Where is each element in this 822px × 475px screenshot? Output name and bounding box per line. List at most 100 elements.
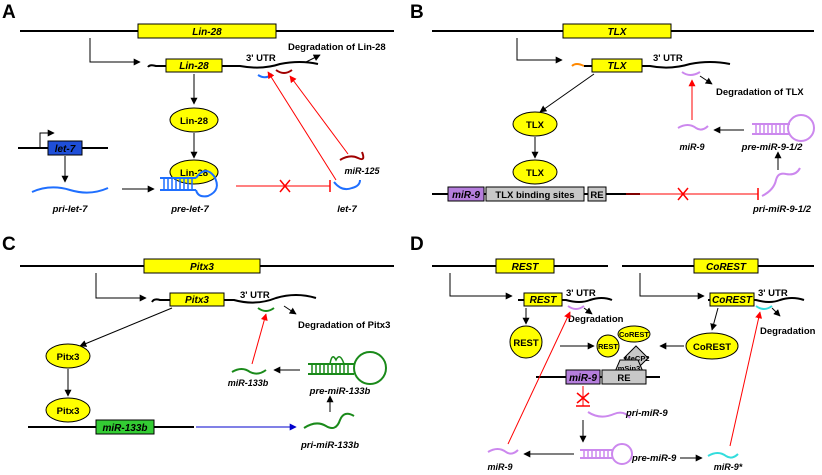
pitx3-gene-box — [143, 258, 261, 274]
transcription-arrow-a — [89, 38, 141, 66]
lin28-bound-protein-label: Lin-28 — [180, 168, 208, 179]
rest-gene-box — [495, 258, 555, 274]
msin3-label: mSin3 — [618, 364, 641, 373]
mature-mir9-label-d: miR-9 — [487, 462, 512, 472]
degradation-label-d2: Degradation — [760, 326, 816, 337]
pitx3-bound-protein — [45, 397, 91, 423]
mir9-gene-label-b: miR-9 — [452, 190, 480, 201]
mir9-bound-rest — [567, 305, 585, 310]
translation-arrow-b — [539, 73, 595, 113]
cross-mark-b — [677, 187, 689, 201]
lin28-gene-box — [137, 23, 277, 39]
utr-label-b: 3' UTR — [653, 53, 683, 64]
lin28-gene-label: Lin-28 — [192, 27, 222, 38]
re-label-d: RE — [617, 373, 630, 384]
translation-arrow-c — [79, 307, 173, 347]
mir9-gene-box-d — [565, 369, 601, 385]
transcription-arrow-c — [95, 273, 147, 302]
pre-mir133b-label: pre-miR-133b — [309, 386, 371, 397]
corest-mrna-label: CoREST — [712, 295, 753, 306]
mir9-targets-rest-arrow — [507, 311, 571, 445]
utr-label-c: 3' UTR — [240, 290, 270, 301]
pitx3-gene-label: Pitx3 — [190, 262, 214, 273]
mature-let7-label: let-7 — [337, 204, 357, 215]
mature-mir133b-label: miR-133b — [228, 378, 269, 388]
pitx3-protein — [45, 343, 91, 369]
mir125-label: miR-125 — [344, 166, 380, 176]
mir125-bound — [275, 69, 293, 74]
degradation-arrow-d1 — [583, 307, 593, 315]
mir125-rna — [339, 151, 365, 161]
let7-gene-box — [47, 140, 83, 156]
mir133b-gene-label: miR-133b — [102, 423, 147, 434]
complex-rest-label: REST — [598, 342, 618, 351]
degradation-arrow-a — [305, 54, 321, 63]
mature-mir9-b — [677, 124, 709, 131]
pri-mir133b-rna — [303, 412, 355, 429]
pre-let7-label: pre-let-7 — [170, 204, 209, 215]
mir9star-targets-corest-arrow — [729, 311, 763, 447]
tlx-mrna-box — [591, 58, 643, 73]
mir9-gene-label-d: miR-9 — [569, 373, 597, 384]
degradation-arrow-c — [283, 305, 297, 315]
pri-mir9-label-d: pri-miR-9 — [625, 408, 668, 419]
panel-d: D REST CoREST REST 3' UTR Degradation Co… — [410, 234, 816, 472]
transcription-arrow-rest — [449, 273, 513, 300]
mir133b-gene-box — [95, 419, 155, 435]
lin28-protein — [169, 107, 219, 133]
panel-c: C Pitx3 Pitx3 3' UTR Degradation of Pitx… — [2, 234, 394, 451]
panel-label-c: C — [2, 234, 16, 255]
pri-mir9-rna-d — [587, 411, 631, 419]
rest-protein-label: REST — [513, 338, 539, 349]
mir9-gene-box-b — [447, 186, 485, 202]
pri-let7-rna — [31, 186, 109, 194]
rest-mrna — [518, 297, 613, 303]
degradation-label-a: Degradation of Lin-28 — [288, 42, 386, 53]
mir9star-bound-corest — [755, 305, 773, 310]
transcription-arrow-corest — [639, 273, 705, 300]
complex-rest-protein — [596, 334, 620, 358]
mature-let7 — [333, 179, 361, 191]
translation-arrow-corest — [710, 307, 719, 331]
panel-label-b: B — [410, 2, 424, 23]
pre-mir9-hairpin-b — [752, 114, 815, 142]
rest-mrna-label: REST — [530, 295, 558, 306]
degradation-label-d1: Degradation — [568, 314, 624, 325]
degradation-label-c: Degradation of Pitx3 — [298, 320, 390, 331]
corest-mrna-box — [709, 292, 755, 307]
mir9-bound-b — [681, 71, 701, 76]
lin28-mrna-box — [165, 58, 223, 73]
re-box-b — [587, 186, 607, 202]
pitx3-mrna-box — [169, 292, 225, 307]
cross-mark-a — [279, 179, 291, 193]
corest-gene-box — [693, 258, 759, 274]
pitx3-protein-label: Pitx3 — [57, 352, 80, 363]
lin28-mrna-label: Lin-28 — [179, 61, 209, 72]
pri-mir9-rna-b — [761, 167, 801, 197]
tlx-mrna-label: TLX — [608, 61, 628, 72]
utr-label-d2: 3' UTR — [758, 288, 788, 299]
let7-gene-label: let-7 — [55, 144, 76, 155]
panel-b: B TLX TLX 3' UTR Degradation of TLX TLX … — [410, 2, 815, 215]
pre-mir9-label-b: pre-miR-9-1/2 — [741, 142, 803, 153]
pri-mir9-label-b: pri-miR-9-1/2 — [752, 204, 812, 215]
utr-label-a: 3' UTR — [246, 53, 276, 64]
pri-let7-label: pri-let-7 — [52, 204, 89, 215]
mir133b-bound — [257, 307, 275, 312]
cross-mark-d — [576, 392, 590, 404]
panel-label-d: D — [410, 234, 424, 255]
lin28-mrna — [147, 61, 319, 69]
pri-mir133b-label: pri-miR-133b — [300, 440, 359, 451]
transcription-arrow-b — [516, 38, 563, 64]
pitx3-mrna — [151, 294, 317, 304]
utr-label-d1: 3' UTR — [566, 288, 596, 299]
mature-mir9-label-b: miR-9 — [679, 142, 704, 152]
corest-mrna — [708, 297, 805, 303]
rest-protein — [509, 325, 543, 359]
degradation-label-b: Degradation of TLX — [716, 87, 804, 98]
let7-targets-utr-arrow — [267, 71, 337, 181]
mature-mir9star-d — [707, 452, 739, 459]
complex-corest-protein — [617, 325, 651, 343]
rest-gene-label: REST — [512, 262, 540, 273]
